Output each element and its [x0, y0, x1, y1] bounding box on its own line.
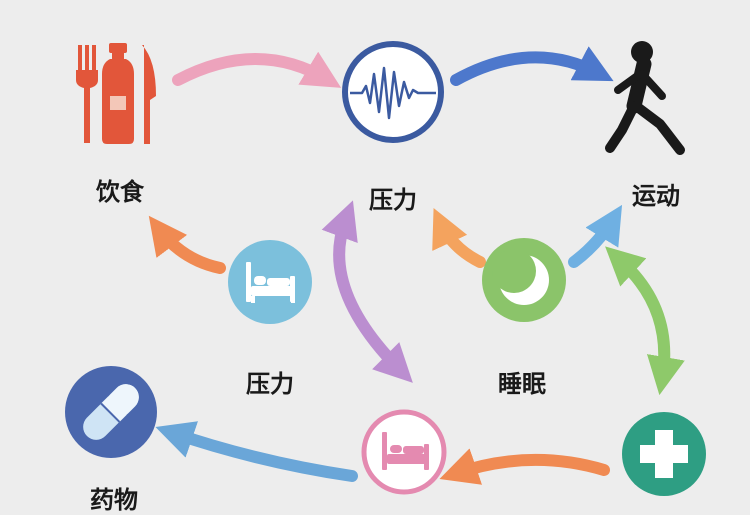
diagram-canvas: [65, 41, 706, 496]
sleep-label: 睡眠: [498, 370, 546, 398]
fork-bottle-knife-icon: [76, 43, 156, 144]
medicine-label: 药物: [90, 486, 138, 514]
diet-label: 饮食: [96, 178, 144, 206]
arrow-sleep-to-stress: [432, 208, 486, 268]
arrow-rest-to-diet: [148, 215, 226, 274]
arrow-exercise-health-bidirectional: [605, 246, 685, 396]
stress-label: 压力: [369, 186, 417, 214]
arrow-home-to-medicine: [155, 421, 358, 482]
arrow-diet-to-stress: [172, 51, 342, 88]
arrow-sleep-to-exercise: [568, 204, 623, 268]
pill-capsule-icon: [65, 366, 157, 458]
running-person-icon: [605, 41, 685, 155]
medical-cross-icon: [622, 412, 706, 496]
arrow-stress-to-exercise: [450, 46, 614, 86]
bed-icon: [361, 409, 447, 495]
rest-label: 压力: [246, 370, 294, 398]
bed-icon: [228, 240, 312, 324]
crescent-moon-icon: [482, 238, 566, 322]
arrow-health-to-home: [439, 448, 610, 485]
arrow-stress-rest-bidirectional: [321, 200, 413, 383]
heartbeat-wave-icon: [342, 41, 444, 143]
exercise-label: 运动: [632, 182, 680, 210]
